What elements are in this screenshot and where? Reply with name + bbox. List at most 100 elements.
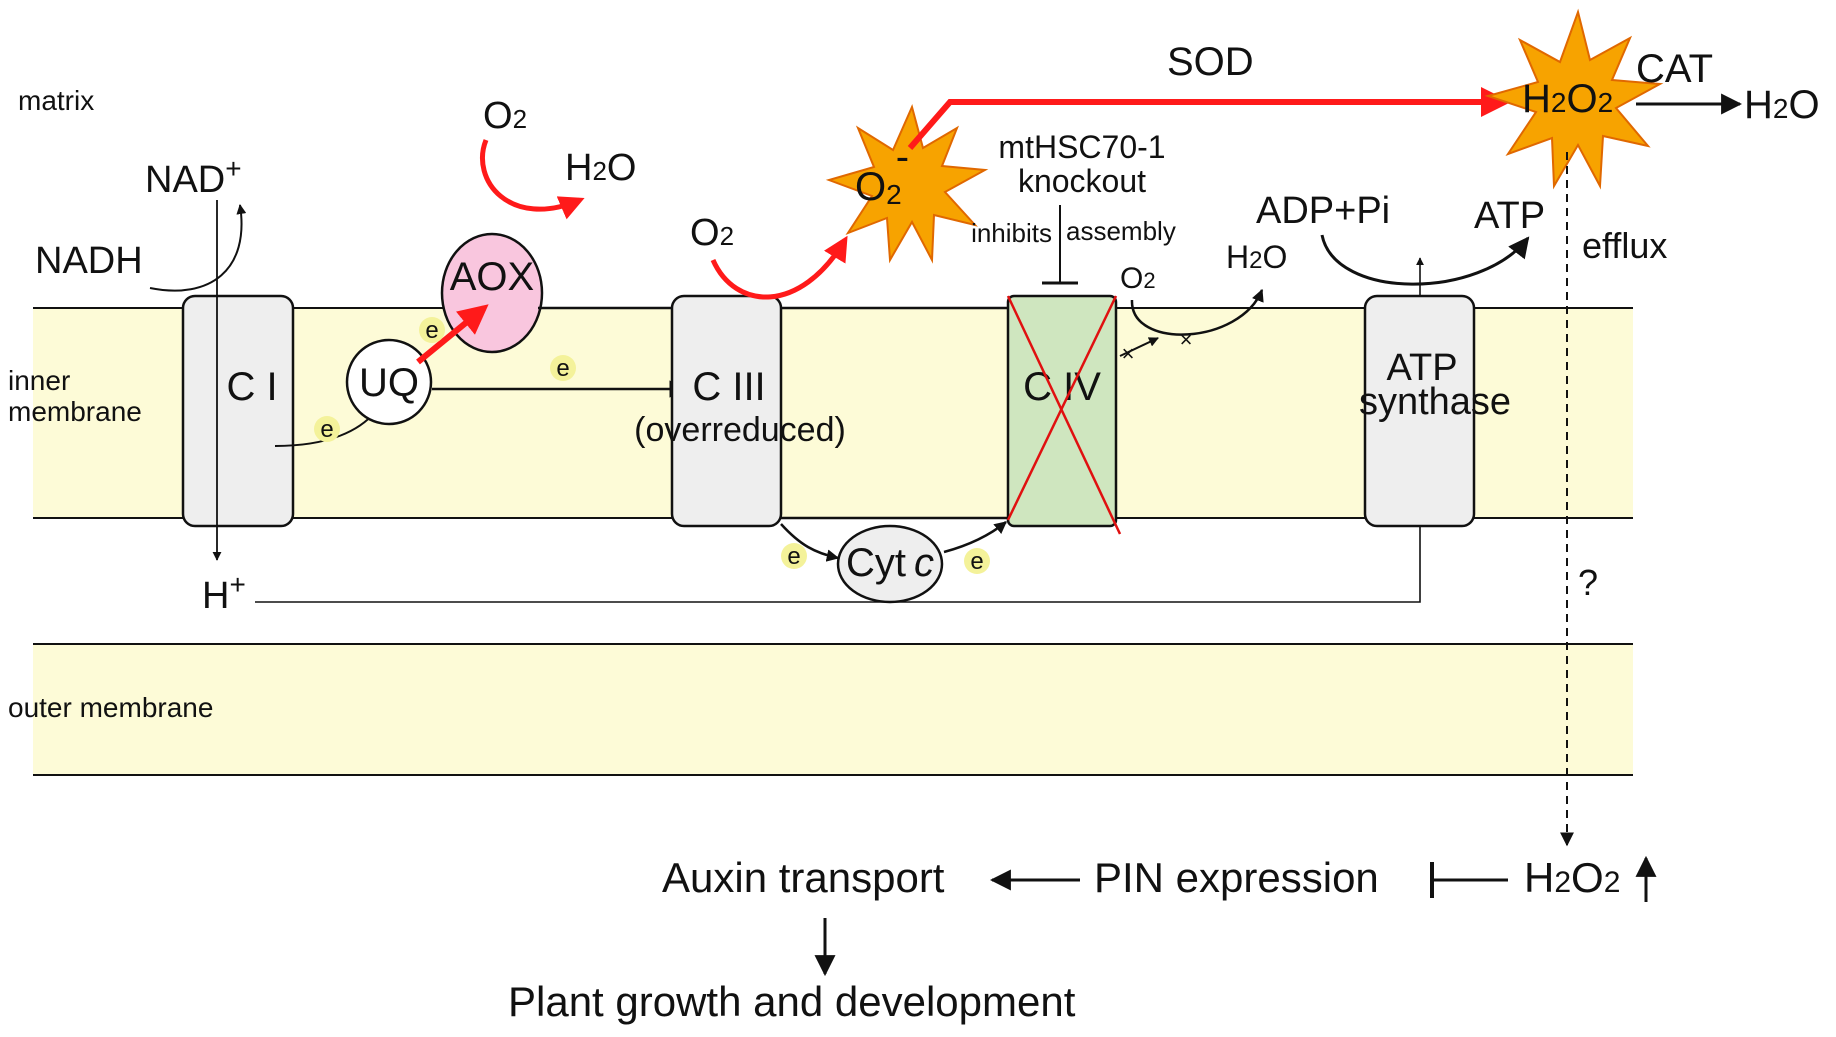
electron-badge-3 (419, 317, 445, 343)
cytc-to-civ-arrow (943, 521, 1007, 554)
cat-h2o-o: O (1788, 83, 1819, 127)
aox-o2-label: O2 (483, 95, 527, 137)
aox-o2-text: O (483, 95, 513, 137)
inner-membrane-label-1: inner (8, 365, 70, 396)
h2o2-up-label: H2O2 (1524, 854, 1620, 901)
ubiquinone (345, 338, 433, 426)
adp-to-atp-arrow (1320, 234, 1530, 286)
complex-iv-label: C IV (1023, 365, 1101, 409)
h2o2-up-o: O (1571, 854, 1604, 901)
aox-o2-subscript: 2 (513, 104, 527, 134)
complex-iv-cross-1 (1006, 295, 1122, 535)
electron-badge-5 (964, 548, 990, 574)
electron-badge-1 (314, 416, 340, 442)
electron-label-5: e (970, 548, 983, 575)
civ-h2o-h: H (1226, 239, 1249, 275)
aox-h2o-o: O (607, 147, 637, 189)
civ-o2-to-h2o-arrow (1130, 288, 1264, 336)
block-mark-2: × (1180, 327, 1193, 352)
ciii-o2-subscript: 2 (720, 221, 734, 251)
h-plus-label: H+ (202, 569, 246, 617)
electron-label-2: e (556, 355, 569, 382)
auxin-transport-label: Auxin transport (662, 854, 945, 901)
cat-label: CAT (1636, 47, 1713, 91)
ciii-to-cytc-arrow (780, 523, 840, 562)
h2o2-sub2: 2 (1598, 87, 1614, 118)
outer-membrane-label: outer membrane (8, 692, 213, 723)
superoxide-text: O (855, 165, 886, 209)
inhibits-label: inhibits (971, 218, 1052, 248)
block-mark-1: × (1122, 341, 1135, 366)
h-plus-text: H (202, 575, 229, 617)
complex-i (181, 294, 295, 528)
civ-o2-label: O2 (1120, 262, 1156, 295)
nad-text: NAD (145, 159, 225, 201)
nadh-label: NADH (35, 240, 143, 282)
h2o2-up-h: H (1524, 854, 1554, 901)
nad-label: NAD+ (145, 153, 242, 201)
ubiquinone-label: UQ (359, 361, 419, 405)
electron-badge-4 (781, 543, 807, 569)
superoxide-superscript: - (896, 135, 909, 179)
complex-iii (670, 294, 783, 528)
ciii-o2-label: O2 (690, 212, 734, 254)
question-mark: ? (1578, 562, 1598, 603)
atp-synthase (1363, 294, 1476, 528)
alternative-oxidase-label: AOX (450, 255, 534, 299)
civ-o2-subscript: 2 (1143, 268, 1155, 293)
civ-h2o-label: H2O (1226, 239, 1287, 275)
nad-superscript: + (225, 153, 241, 184)
cat-h2o-h: H (1744, 83, 1773, 127)
complex-iii-label: C III (692, 365, 765, 409)
superoxide-label: O2- (855, 135, 909, 210)
electron-badge-2 (550, 355, 576, 381)
ciii-o2-text: O (690, 212, 720, 254)
civ-h2o-o: O (1262, 239, 1287, 275)
electron-label-1: e (320, 416, 333, 443)
efflux-label: efflux (1582, 225, 1667, 266)
h-plus-superscript: + (229, 569, 245, 600)
uq-to-aox-red-arrow (416, 304, 489, 365)
h2o2-label: H2O2 (1522, 77, 1613, 121)
superoxide-burst (825, 104, 989, 264)
mthsc-label-2: knockout (1018, 163, 1146, 199)
h2o2-sub1: 2 (1551, 87, 1567, 118)
inner-membrane-label-2: membrane (8, 396, 142, 427)
h2o2-o: O (1566, 77, 1597, 121)
h2o2-burst (1484, 8, 1664, 190)
aox-h2o-subscript: 2 (592, 156, 606, 186)
civ-o2-text: O (1120, 262, 1143, 295)
adp-pi-label: ADP+Pi (1256, 190, 1390, 232)
plant-growth-label: Plant growth and development (508, 978, 1076, 1025)
aox-h2o-label: H2O (565, 147, 636, 189)
electron-label-3: e (425, 317, 438, 344)
mthsc-label-1: mtHSC70-1 (998, 129, 1165, 165)
nadh-to-nad-arrow (149, 204, 247, 292)
sod-red-arrow (907, 87, 1511, 150)
matrix-label: matrix (18, 85, 94, 116)
superoxide-subscript: 2 (886, 179, 902, 210)
complex-iii-state: (overreduced) (634, 411, 846, 449)
outer-membrane-band (33, 644, 1633, 775)
pin-expression-label: PIN expression (1094, 854, 1379, 901)
cytochrome-c (836, 524, 944, 604)
h2o2-up-sub2: 2 (1604, 866, 1621, 899)
complex-i-label: C I (226, 365, 277, 409)
electron-label-4: e (787, 543, 800, 570)
aox-h2o-h: H (565, 147, 592, 189)
cytochrome-c-text: Cyt (846, 541, 906, 585)
atp-synthase-label-1: ATP (1386, 347, 1457, 389)
complex-iv-cross-2 (1006, 295, 1118, 521)
civ-h2o-subscript: 2 (1249, 247, 1262, 274)
aox-o2-to-h2o-arrow (480, 139, 585, 220)
atp-label: ATP (1474, 195, 1545, 237)
cat-h2o-label: H2O (1744, 83, 1820, 127)
sod-label: SOD (1167, 40, 1254, 84)
assembly-label: assembly (1066, 216, 1176, 246)
civ-electron-arrow (1119, 337, 1159, 357)
ciii-o2-to-superoxide-arrow (710, 235, 848, 300)
cat-h2o-subscript: 2 (1773, 93, 1789, 124)
atp-synthase-label-2: synthase (1359, 381, 1511, 423)
